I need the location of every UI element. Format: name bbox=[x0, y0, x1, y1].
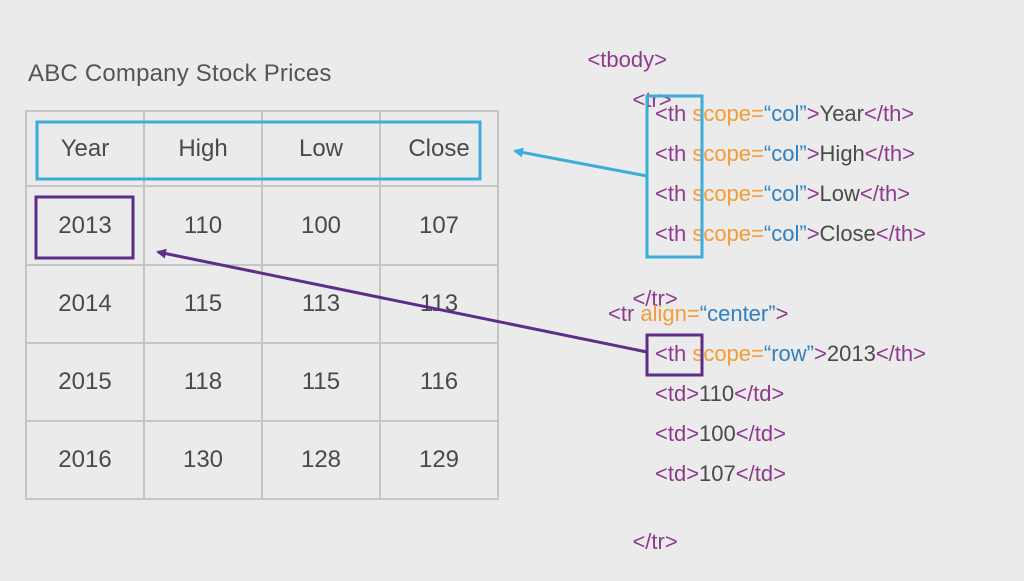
code-tag: > bbox=[775, 301, 789, 326]
table-cell: 100 bbox=[261, 185, 381, 266]
th-tags-highlight-box bbox=[645, 94, 704, 259]
code-tag: > bbox=[806, 181, 820, 206]
code-text: 2013 bbox=[826, 341, 876, 366]
code-value: “col” bbox=[763, 221, 807, 246]
code-tag: <th bbox=[655, 141, 687, 166]
code-value: “col” bbox=[763, 101, 807, 126]
code-tag: </th> bbox=[864, 101, 915, 126]
code-tag: > bbox=[806, 141, 820, 166]
table-cell: 115 bbox=[143, 264, 263, 344]
code-equals: = bbox=[751, 141, 764, 166]
table-cell: 113 bbox=[379, 264, 499, 344]
code-text: 100 bbox=[699, 421, 736, 446]
code-value: “col” bbox=[763, 181, 807, 206]
code-line-tr-close: </tr> bbox=[608, 260, 678, 338]
code-line-th-year: <th scope=“col”>Year</th> bbox=[655, 101, 914, 127]
code-tag: > bbox=[806, 221, 820, 246]
code-line-tr-align: <tr align=“center”> bbox=[608, 301, 788, 327]
code-tag: </td> bbox=[734, 381, 785, 406]
table-cell: 130 bbox=[143, 420, 263, 500]
code-tag: </td> bbox=[735, 461, 786, 486]
code-attribute: align bbox=[640, 301, 687, 326]
code-text: Close bbox=[819, 221, 876, 246]
row-header-highlight-box bbox=[34, 195, 135, 260]
row-th-tag-highlight-box bbox=[645, 333, 704, 377]
code-tag: </tr> bbox=[632, 286, 678, 311]
code-value: “center” bbox=[699, 301, 776, 326]
code-text: High bbox=[819, 141, 865, 166]
table-cell: 107 bbox=[379, 185, 499, 266]
code-text: Low bbox=[819, 181, 860, 206]
row-header-cell: 2015 bbox=[25, 342, 145, 422]
code-equals: = bbox=[751, 181, 764, 206]
code-tag: </tr> bbox=[632, 529, 678, 554]
table-cell: 110 bbox=[143, 185, 263, 266]
header-arrow bbox=[513, 147, 648, 178]
code-line-tr-open: <tr> bbox=[608, 61, 672, 139]
code-tag: </th> bbox=[875, 221, 926, 246]
row-header-cell: 2014 bbox=[25, 264, 145, 344]
code-value: “row” bbox=[763, 341, 815, 366]
code-tag: <td> bbox=[655, 381, 700, 406]
code-text: Year bbox=[819, 101, 864, 126]
code-tag: <th bbox=[655, 221, 687, 246]
code-value: “col” bbox=[763, 141, 807, 166]
code-tag: <tr bbox=[608, 301, 635, 326]
table-row: 2013 110 100 107 bbox=[25, 185, 499, 266]
code-tag: </th> bbox=[859, 181, 911, 206]
code-tag: <th bbox=[655, 341, 687, 366]
table-cell: 118 bbox=[143, 342, 263, 422]
header-row-highlight-box bbox=[35, 120, 482, 181]
code-tag: </th> bbox=[875, 341, 926, 366]
code-tag: </th> bbox=[864, 141, 915, 166]
code-tag: <tr> bbox=[632, 87, 672, 112]
code-line-tbody: <tbody> bbox=[563, 21, 667, 99]
code-equals: = bbox=[751, 101, 764, 126]
code-text: 107 bbox=[699, 461, 736, 486]
table-cell: 128 bbox=[261, 420, 381, 500]
table-title: ABC Company Stock Prices bbox=[28, 60, 332, 87]
table-cell: 116 bbox=[379, 342, 499, 422]
row-header-arrow bbox=[156, 248, 648, 354]
row-header-cell: 2016 bbox=[25, 420, 145, 500]
code-tag: > bbox=[806, 101, 820, 126]
code-line-td: <td>100</td> bbox=[655, 421, 786, 447]
code-equals: = bbox=[751, 341, 764, 366]
code-tag: <td> bbox=[655, 421, 700, 446]
code-line-td: <td>107</td> bbox=[655, 461, 786, 487]
table-row: 2016 130 128 129 bbox=[25, 420, 499, 500]
code-tag: > bbox=[814, 341, 827, 366]
highlight-overlay bbox=[34, 94, 704, 377]
code-text: 110 bbox=[699, 381, 735, 406]
code-tag: <tbody> bbox=[587, 47, 667, 72]
code-line-tr-close: </tr> bbox=[608, 503, 678, 581]
table-cell: 115 bbox=[261, 342, 381, 422]
code-line-td: <td>110</td> bbox=[655, 381, 784, 407]
code-equals: = bbox=[751, 221, 764, 246]
table-row: 2015 118 115 116 bbox=[25, 342, 499, 422]
code-tag: <th bbox=[655, 101, 687, 126]
code-tag: <th bbox=[655, 181, 687, 206]
code-tag: </td> bbox=[735, 421, 786, 446]
code-equals: = bbox=[686, 301, 700, 326]
table-cell: 129 bbox=[379, 420, 499, 500]
code-tag: <td> bbox=[655, 461, 700, 486]
